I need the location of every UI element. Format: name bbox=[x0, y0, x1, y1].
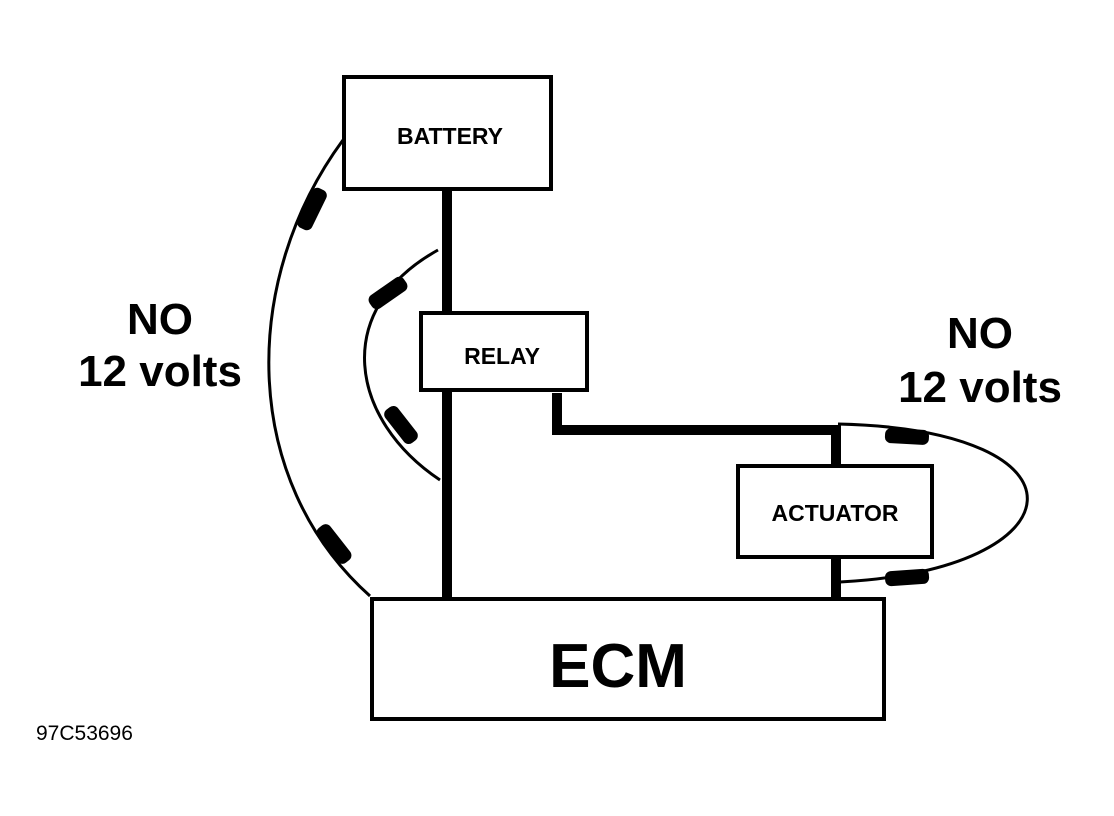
probe-tip-relay-bottom bbox=[384, 405, 418, 445]
probe-tip-relay-top bbox=[368, 276, 408, 310]
relay-label: RELAY bbox=[464, 343, 540, 369]
note-left-line2: 12 volts bbox=[78, 347, 242, 396]
wiring bbox=[442, 190, 841, 600]
note-left: NO 12 volts bbox=[78, 295, 242, 396]
test-lead-actuator bbox=[837, 422, 1029, 584]
probe-tip-actuator-bottom bbox=[884, 568, 930, 587]
note-left-line1: NO bbox=[127, 295, 193, 344]
wire-relay-actuator bbox=[552, 393, 841, 466]
ecm-box: ECM bbox=[370, 597, 886, 721]
note-right-line2: 12 volts bbox=[898, 363, 1062, 412]
test-lead-relay bbox=[363, 248, 441, 482]
probe-tip-actuator-top bbox=[884, 428, 930, 445]
probe-tip-left-top bbox=[297, 187, 327, 231]
battery-label: BATTERY bbox=[397, 123, 503, 149]
probe-tip-left-bottom bbox=[316, 524, 352, 564]
note-right: NO 12 volts bbox=[898, 309, 1062, 412]
actuator-label: ACTUATOR bbox=[772, 500, 899, 526]
figure-code: 97C53696 bbox=[36, 722, 133, 745]
ecm-label: ECM bbox=[549, 632, 687, 701]
relay-box: RELAY bbox=[419, 311, 589, 392]
note-right-line1: NO bbox=[947, 309, 1013, 358]
battery-box: BATTERY bbox=[342, 75, 553, 191]
actuator-box: ACTUATOR bbox=[736, 464, 934, 559]
probe-tips bbox=[297, 187, 930, 587]
